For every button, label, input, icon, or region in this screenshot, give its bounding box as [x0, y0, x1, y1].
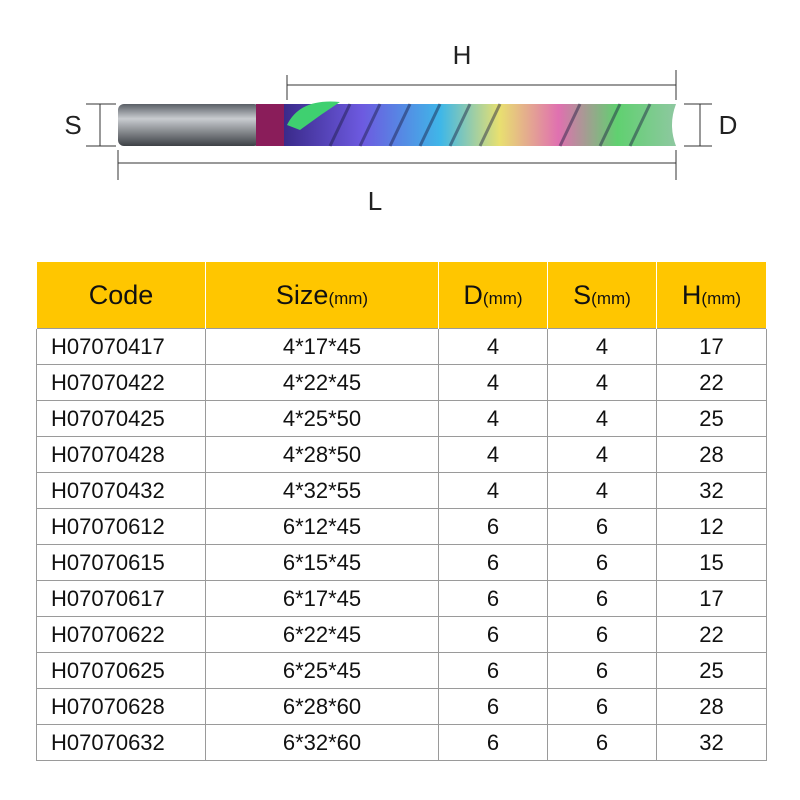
d-cell: 4 — [438, 472, 548, 509]
s-cell: 6 — [547, 652, 657, 689]
size-cell: 6*15*45 — [205, 544, 439, 581]
column-header-label: Size — [275, 279, 329, 310]
d-cell: 4 — [438, 328, 548, 365]
label-s: S — [64, 110, 81, 140]
d-cell: 4 — [438, 436, 548, 473]
code-cell: H07070432 — [36, 472, 206, 509]
size-cell: 6*12*45 — [205, 508, 439, 545]
d-cell: 6 — [438, 724, 548, 761]
d-cell: 6 — [438, 616, 548, 653]
s-cell: 4 — [547, 400, 657, 437]
h-cell: 17 — [656, 328, 767, 365]
h-cell: 15 — [656, 544, 767, 581]
s-cell: 6 — [547, 724, 657, 761]
code-cell: H07070612 — [36, 508, 206, 545]
column-header-label: H — [681, 279, 702, 310]
s-cell: 4 — [547, 436, 657, 473]
d-cell: 6 — [438, 688, 548, 725]
d-cell: 6 — [438, 544, 548, 581]
end-mill-diagram: H L S D — [64, 40, 738, 216]
code-cell: H07070632 — [36, 724, 206, 761]
h-cell: 17 — [656, 580, 767, 617]
h-cell: 28 — [656, 436, 767, 473]
code-cell: H07070615 — [36, 544, 206, 581]
size-cell: 6*28*60 — [205, 688, 439, 725]
column-header-label: S — [573, 279, 592, 310]
d-cell: 6 — [438, 508, 548, 545]
size-cell: 4*32*55 — [205, 472, 439, 509]
size-cell: 6*25*45 — [205, 652, 439, 689]
code-cell: H07070428 — [36, 436, 206, 473]
h-cell: 22 — [656, 616, 767, 653]
h-cell: 22 — [656, 364, 767, 401]
d-cell: 4 — [438, 364, 548, 401]
h-cell: 25 — [656, 652, 767, 689]
code-cell: H07070617 — [36, 580, 206, 617]
column-header-label: Code — [88, 279, 154, 310]
label-d: D — [719, 110, 738, 140]
label-l: L — [368, 186, 382, 216]
s-cell: 6 — [547, 544, 657, 581]
code-cell: H07070422 — [36, 364, 206, 401]
s-cell: 6 — [547, 580, 657, 617]
h-cell: 25 — [656, 400, 767, 437]
h-cell: 32 — [656, 472, 767, 509]
h-cell: 28 — [656, 688, 767, 725]
label-h: H — [453, 40, 472, 70]
size-cell: 4*17*45 — [205, 328, 439, 365]
size-cell: 4*22*45 — [205, 364, 439, 401]
d-cell: 6 — [438, 580, 548, 617]
code-cell: H07070417 — [36, 328, 206, 365]
s-cell: 6 — [547, 508, 657, 545]
s-cell: 4 — [547, 364, 657, 401]
code-cell: H07070625 — [36, 652, 206, 689]
code-cell: H07070425 — [36, 400, 206, 437]
s-cell: 4 — [547, 472, 657, 509]
size-cell: 6*17*45 — [205, 580, 439, 617]
s-cell: 4 — [547, 328, 657, 365]
size-cell: 4*25*50 — [205, 400, 439, 437]
size-cell: 4*28*50 — [205, 436, 439, 473]
code-cell: H07070628 — [36, 688, 206, 725]
column-header-unit: (mm) — [482, 288, 523, 308]
d-cell: 4 — [438, 400, 548, 437]
column-header: S(mm) — [547, 262, 657, 329]
s-cell: 6 — [547, 616, 657, 653]
column-header-unit: (mm) — [701, 288, 742, 308]
column-header-label: D — [463, 279, 483, 310]
h-cell: 12 — [656, 508, 767, 545]
size-cell: 6*22*45 — [205, 616, 439, 653]
tool-body — [118, 101, 676, 147]
d-cell: 6 — [438, 652, 548, 689]
column-header: Code — [36, 262, 206, 329]
column-header-unit: (mm) — [328, 288, 369, 308]
column-header: Size(mm) — [205, 262, 439, 329]
column-header: H(mm) — [656, 262, 767, 329]
h-cell: 32 — [656, 724, 767, 761]
s-cell: 6 — [547, 688, 657, 725]
column-header: D(mm) — [438, 262, 548, 329]
column-header-unit: (mm) — [591, 288, 631, 308]
dimension-lines — [86, 70, 712, 180]
size-cell: 6*32*60 — [205, 724, 439, 761]
code-cell: H07070622 — [36, 616, 206, 653]
